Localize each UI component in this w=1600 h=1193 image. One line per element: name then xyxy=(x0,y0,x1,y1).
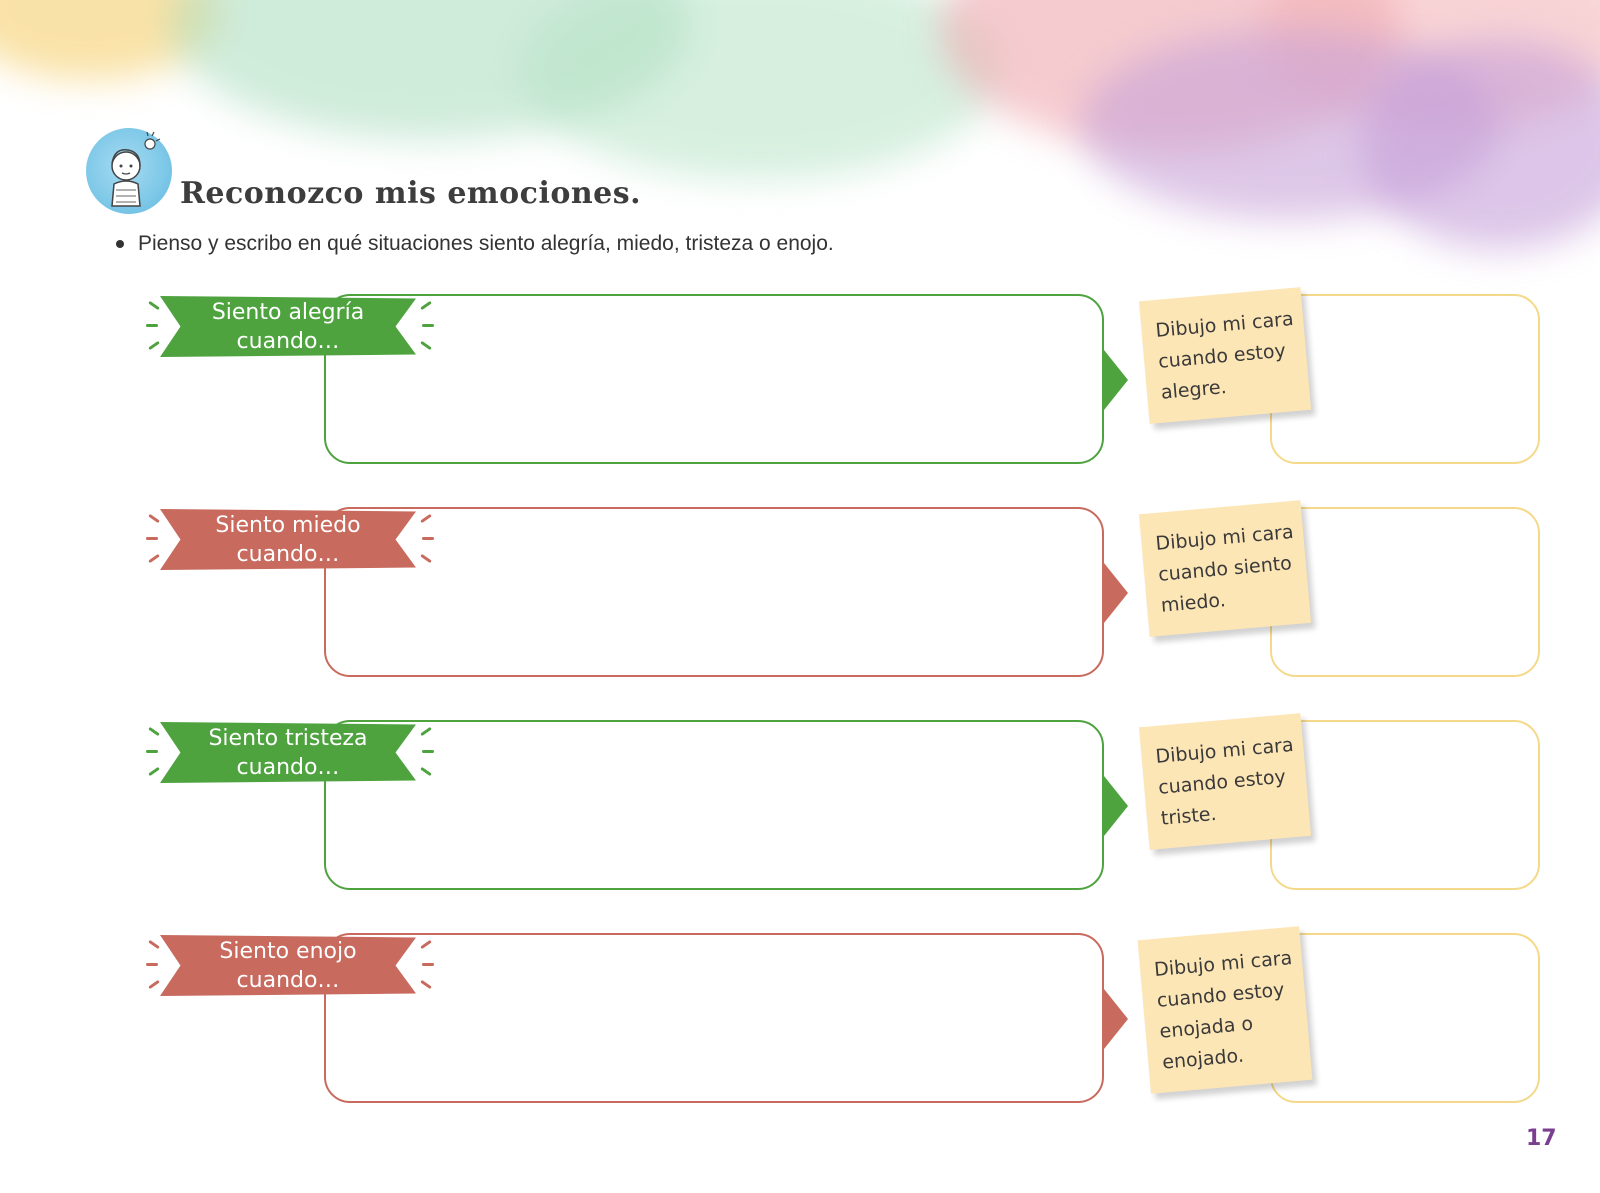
emotion-row-joy: Siento alegría cuando… Dibujo mi cara cu… xyxy=(0,287,1600,470)
emotion-row-fear: Siento miedo cuando… Dibujo mi cara cuan… xyxy=(0,500,1600,683)
sparkle-dash-icon xyxy=(146,750,158,753)
emotion-banner: Siento enojo cuando… xyxy=(160,935,416,996)
bullet-icon xyxy=(116,240,124,248)
watercolor-wash-green xyxy=(520,0,1000,180)
sticky-note: Dibujo mi cara cuando estoy enojada o en… xyxy=(1137,926,1313,1094)
banner-line-1: Siento enojo xyxy=(219,939,357,964)
emotion-banner: Siento alegría cuando… xyxy=(160,296,416,357)
sparkle-dash-icon xyxy=(422,324,434,327)
draw-face-box[interactable] xyxy=(1270,294,1540,464)
sparkle-dash-icon xyxy=(148,553,160,564)
write-answer-box[interactable] xyxy=(324,294,1104,464)
page-title: Reconozco mis emociones. xyxy=(180,176,642,211)
banner-line-2: cuando… xyxy=(236,542,340,567)
watercolor-wash-purple xyxy=(1360,40,1600,250)
page-number: 17 xyxy=(1526,1126,1557,1151)
banner-line-2: cuando… xyxy=(236,329,340,354)
arrow-right-icon xyxy=(1104,563,1128,623)
sparkle-dash-icon xyxy=(148,766,160,777)
banner-line-1: Siento miedo xyxy=(215,513,361,538)
write-answer-box[interactable] xyxy=(324,720,1104,890)
sticky-note: Dibujo mi cara cuando siento miedo. xyxy=(1138,500,1312,637)
emotion-banner: Siento tristeza cuando… xyxy=(160,722,416,783)
write-answer-box[interactable] xyxy=(324,507,1104,677)
arrow-right-icon xyxy=(1104,350,1128,410)
sparkle-dash-icon xyxy=(148,513,160,524)
draw-face-box[interactable] xyxy=(1270,720,1540,890)
thinking-girl-icon xyxy=(86,128,172,214)
sparkle-dash-icon xyxy=(422,537,434,540)
arrow-right-icon xyxy=(1104,989,1128,1049)
banner-line-1: Siento tristeza xyxy=(208,726,368,751)
emotion-banner: Siento miedo cuando… xyxy=(160,509,416,570)
banner-line-2: cuando… xyxy=(236,968,340,993)
instruction-text: Pienso y escribo en qué situaciones sien… xyxy=(116,232,834,256)
banner-line-2: cuando… xyxy=(236,755,340,780)
sparkle-dash-icon xyxy=(148,726,160,737)
sticky-note: Dibujo mi cara cuando estoy alegre. xyxy=(1138,287,1312,424)
arrow-right-icon xyxy=(1104,776,1128,836)
sparkle-dash-icon xyxy=(146,324,158,327)
sparkle-dash-icon xyxy=(146,537,158,540)
emotion-row-anger: Siento enojo cuando… Dibujo mi cara cuan… xyxy=(0,926,1600,1109)
sparkle-dash-icon xyxy=(148,340,160,351)
sticky-note: Dibujo mi cara cuando estoy triste. xyxy=(1138,713,1312,850)
write-answer-box[interactable] xyxy=(324,933,1104,1103)
sparkle-dash-icon xyxy=(422,750,434,753)
sparkle-dash-icon xyxy=(148,939,160,950)
sparkle-dash-icon xyxy=(146,963,158,966)
sparkle-dash-icon xyxy=(148,979,160,990)
sparkle-dash-icon xyxy=(422,963,434,966)
instruction-label: Pienso y escribo en qué situaciones sien… xyxy=(138,232,834,255)
draw-face-box[interactable] xyxy=(1270,507,1540,677)
sparkle-dash-icon xyxy=(148,300,160,311)
emotion-row-sadness: Siento tristeza cuando… Dibujo mi cara c… xyxy=(0,713,1600,896)
banner-line-1: Siento alegría xyxy=(211,300,365,325)
